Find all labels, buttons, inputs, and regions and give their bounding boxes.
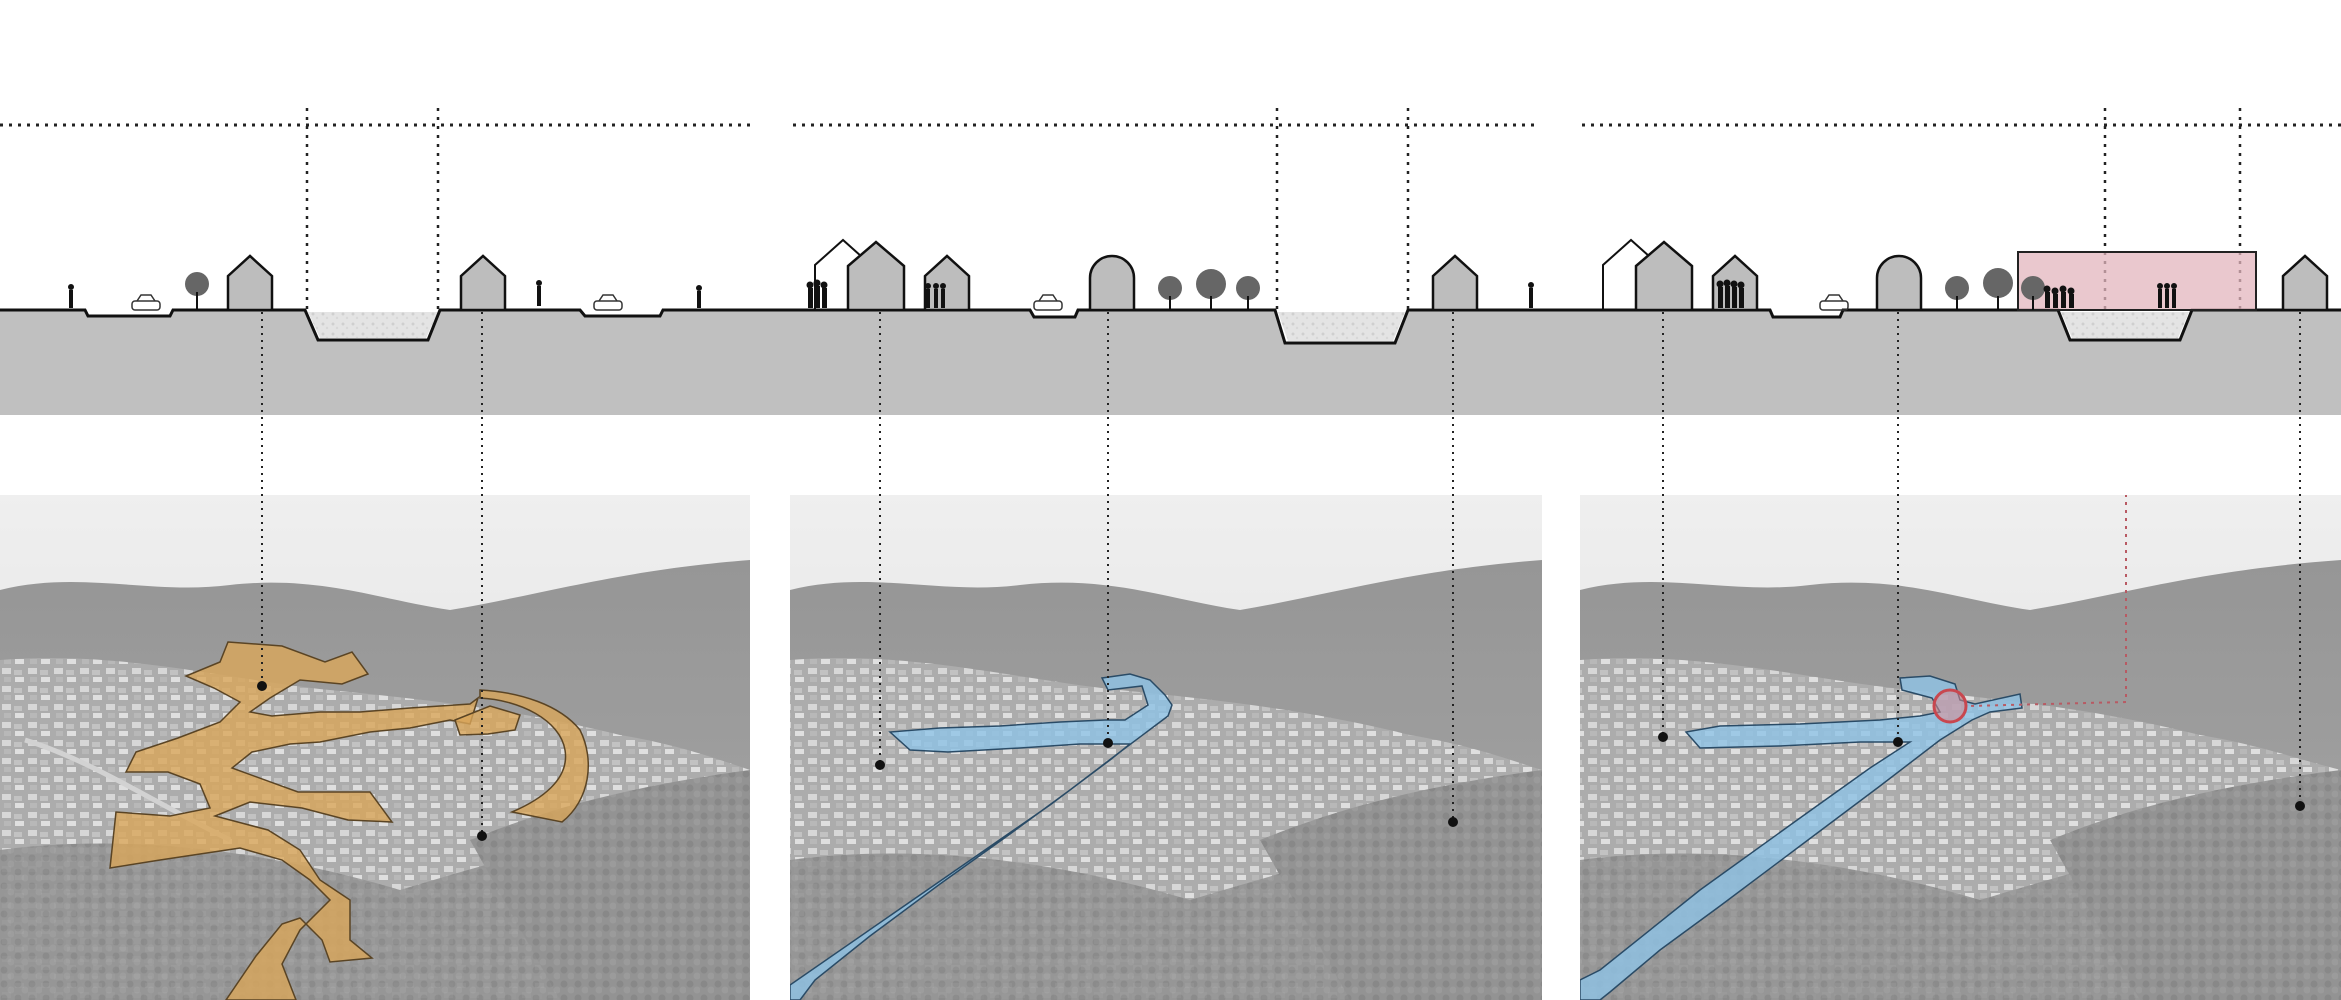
aerial-panel-2 [790, 495, 1542, 1000]
tree-icon [1196, 269, 1226, 310]
person-icon [536, 280, 542, 306]
house-icon [1634, 240, 1694, 312]
river-bed-3 [2061, 312, 2189, 338]
leader-dot [875, 760, 885, 770]
leader-dot [2295, 801, 2305, 811]
vaulted-building-icon [1875, 254, 1923, 312]
house-icon [923, 254, 971, 312]
person-icon [1528, 282, 1534, 308]
leader-dot [1103, 738, 1113, 748]
car-icon [593, 294, 623, 311]
leader-lines [261, 312, 2301, 836]
leader-dots [257, 681, 2305, 841]
car-icon [1033, 294, 1063, 311]
section-2-elements [806, 238, 1534, 312]
orange-network-overlay [454, 705, 521, 736]
people-group-icon [806, 279, 828, 308]
river-bed-1 [308, 312, 438, 338]
leader-dot [1658, 732, 1668, 742]
house-icon [2281, 254, 2329, 312]
aerial-panel-3 [1580, 495, 2341, 1000]
house-icon [226, 254, 274, 312]
tree-icon [1236, 276, 1260, 310]
people-group-icon [2043, 285, 2075, 308]
leader-dot [477, 831, 487, 841]
vertical-guides [305, 108, 2242, 312]
car-icon [131, 294, 161, 311]
house-icon [846, 240, 906, 312]
highlight-connector [1967, 495, 2127, 707]
aerial-panel-1 [0, 495, 750, 1000]
leader-dot [1893, 737, 1903, 747]
house-icon [1431, 254, 1479, 312]
tree-icon [2021, 276, 2045, 310]
orange-network-overlay [109, 641, 590, 1000]
river-bed-2 [1278, 312, 1405, 341]
tree-icon [1158, 276, 1182, 310]
car-icon [1819, 294, 1849, 311]
tree-icon [185, 272, 209, 310]
person-icon [696, 285, 702, 308]
tree-icon [1983, 268, 2013, 310]
blue-corridor-overlay [1580, 675, 2023, 1000]
leader-dot [257, 681, 267, 691]
section-elevation [0, 108, 2341, 415]
tree-icon [1945, 276, 1969, 310]
leader-dot [1448, 817, 1458, 827]
node-marker [1932, 688, 1968, 724]
people-group-icon [1716, 279, 1745, 308]
vaulted-building-icon [1088, 254, 1136, 312]
people-group-icon [2157, 283, 2177, 308]
house-icon [459, 254, 507, 312]
person-icon [68, 284, 74, 308]
people-group-icon [925, 283, 946, 308]
section-1-elements [68, 254, 702, 312]
section-3-elements [1602, 238, 2329, 312]
ground-section [0, 310, 2341, 415]
